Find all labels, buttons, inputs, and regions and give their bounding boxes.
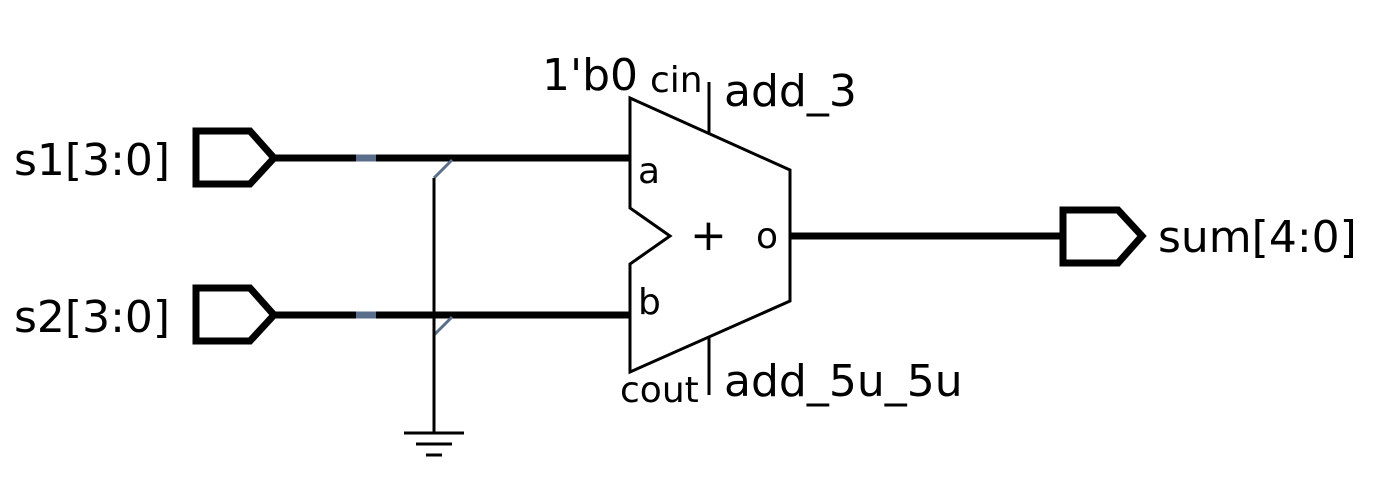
input-port-s2[interactable]: s2[3:0] (14, 284, 279, 345)
adder-body-shape (628, 95, 792, 375)
ground-net[interactable] (404, 158, 464, 457)
adder-pin-o-label: o (756, 216, 778, 257)
adder-pin-b-label: b (638, 282, 661, 323)
bus-tap-s2 (432, 315, 454, 337)
input-port-s2-label: s2[3:0] (14, 292, 170, 343)
output-port-sum-label: sum[4:0] (1158, 212, 1357, 263)
output-port-sum[interactable]: sum[4:0] (1059, 206, 1357, 267)
adder-pin-cout-label: cout (620, 370, 699, 411)
adder-cell-type: add_5u_5u (724, 356, 963, 407)
adder-pin-cin-label: cin (650, 60, 703, 101)
bus-tap-s1 (432, 158, 454, 180)
adder-instance-name: add_3 (724, 66, 857, 117)
adder-block[interactable]: + a b o cin cout 1'b0 add_3 add_5u_5u (542, 50, 963, 411)
input-port-s1[interactable]: s1[3:0] (14, 127, 279, 188)
adder-operator-symbol: + (690, 210, 727, 261)
ground-icon (404, 431, 464, 457)
input-port-s1-shape (192, 127, 279, 188)
input-port-s1-label: s1[3:0] (14, 135, 170, 186)
adder-cin-constant: 1'b0 (542, 50, 638, 101)
input-port-s2-shape (192, 284, 279, 345)
output-port-sum-shape (1059, 206, 1147, 267)
adder-pin-a-label: a (638, 151, 660, 192)
